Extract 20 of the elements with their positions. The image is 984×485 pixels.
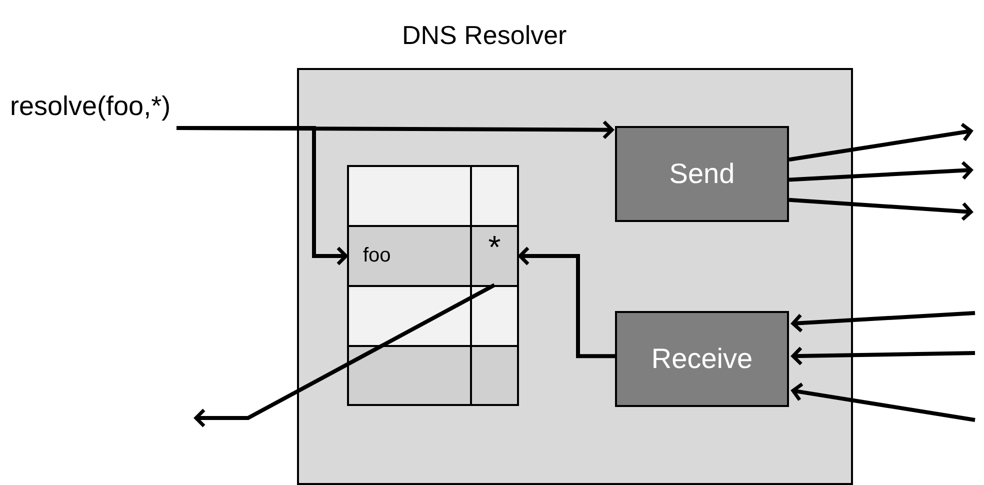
send-box [615, 126, 789, 222]
lookup-table [347, 165, 519, 406]
arrow [788, 198, 973, 222]
input-call-text: resolve(foo,*) [10, 86, 171, 126]
arrow [791, 382, 976, 422]
arrow [788, 122, 973, 162]
arrow [788, 160, 973, 182]
box-title: DNS Resolver [402, 20, 567, 51]
arrow [176, 126, 348, 266]
table-cell [472, 227, 517, 285]
arrow [518, 246, 615, 358]
box-label: Send [669, 158, 735, 190]
arrow [194, 283, 496, 428]
box-label: Receive [651, 343, 753, 375]
arrow [791, 311, 976, 333]
cell-text: * [488, 229, 501, 266]
table-cell [349, 227, 470, 285]
receive-box [615, 311, 789, 407]
arrow [791, 346, 976, 366]
cell-text: foo [363, 244, 391, 268]
